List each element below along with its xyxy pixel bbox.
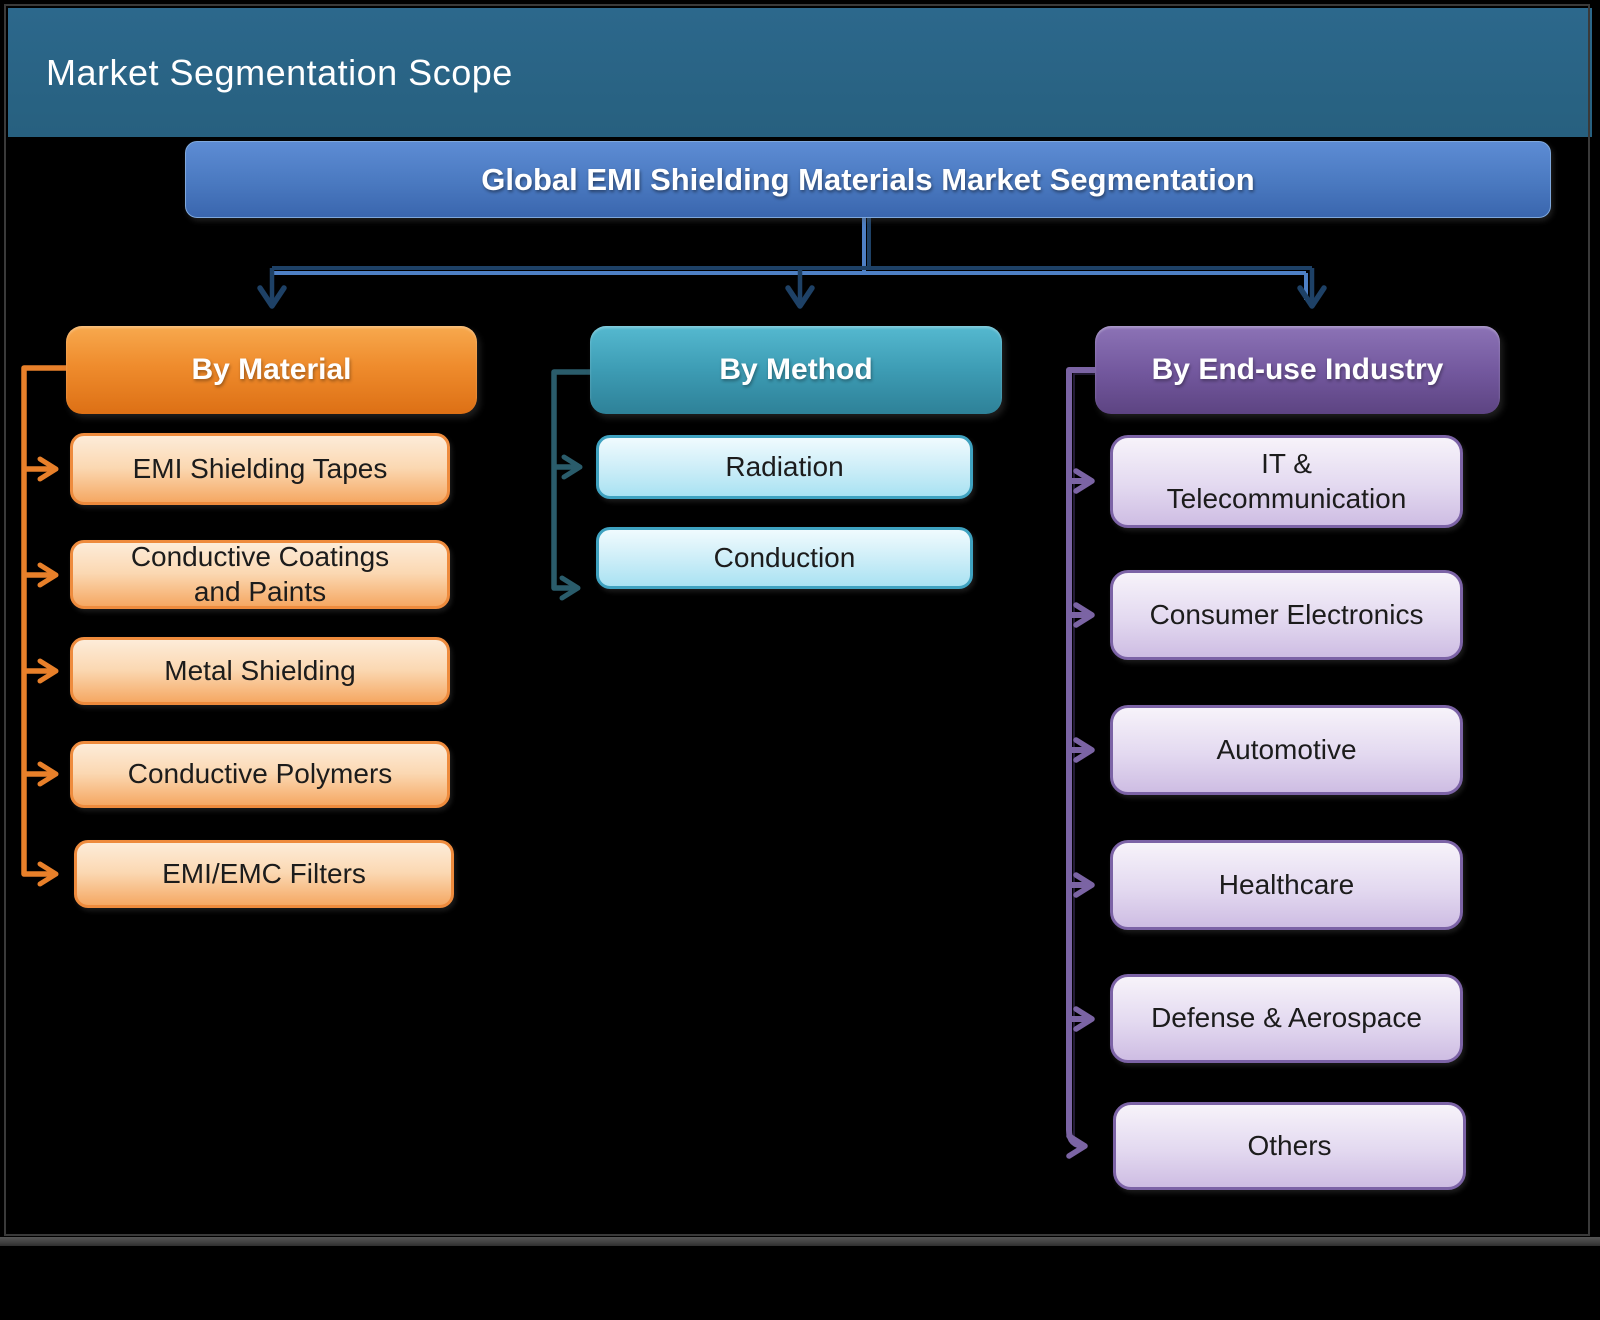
node-it-telecommunication: IT & Telecommunication	[1110, 435, 1463, 528]
node-emi-shielding-tapes: EMI Shielding Tapes	[70, 433, 450, 505]
node-others: Others	[1113, 1102, 1466, 1190]
node-defense-aerospace: Defense & Aerospace	[1110, 974, 1463, 1063]
node-healthcare: Healthcare	[1110, 840, 1463, 930]
root-node: Global EMI Shielding Materials Market Se…	[185, 141, 1551, 218]
node-conductive-coatings-and-paints: Conductive Coatings and Paints	[70, 540, 450, 609]
branch-header-enduse: By End-use Industry	[1095, 326, 1500, 414]
page-title: Market Segmentation Scope	[46, 51, 513, 93]
node-conductive-polymers: Conductive Polymers	[70, 741, 450, 808]
node-conduction: Conduction	[596, 527, 973, 589]
node-automotive: Automotive	[1110, 705, 1463, 795]
node-metal-shielding: Metal Shielding	[70, 637, 450, 705]
slide-bottom-edge	[0, 1237, 1600, 1246]
branch-header-material: By Material	[66, 326, 477, 414]
node-consumer-electronics: Consumer Electronics	[1110, 570, 1463, 660]
node-emi-emc-filters: EMI/EMC Filters	[74, 840, 454, 908]
branch-header-method: By Method	[590, 326, 1002, 414]
slide-border	[4, 4, 1590, 1236]
header-bar: Market Segmentation Scope	[8, 8, 1592, 137]
node-radiation: Radiation	[596, 435, 973, 499]
